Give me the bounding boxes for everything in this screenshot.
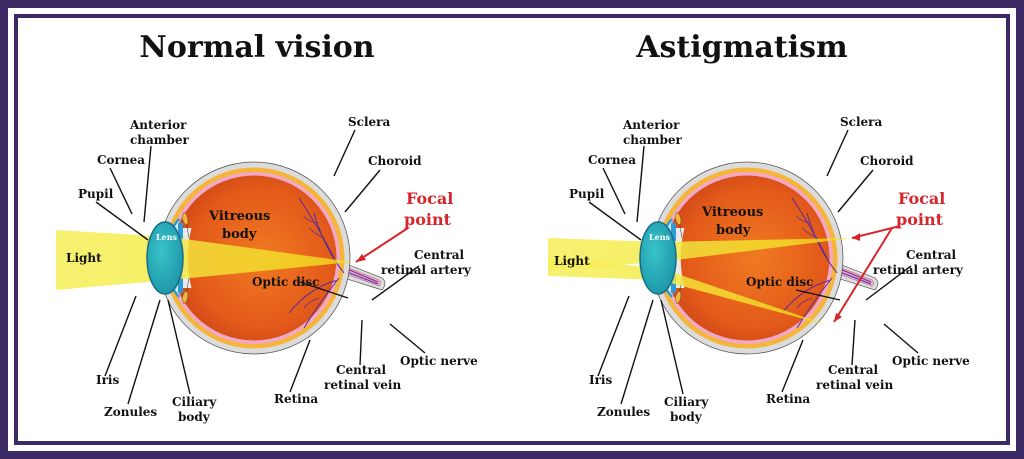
choroid-label-normal: Choroid bbox=[368, 154, 422, 168]
pupil-label-normal: Pupil bbox=[78, 187, 114, 201]
ciliary-label-astig-1: Ciliary bbox=[664, 395, 709, 409]
vein-label-astig-1: Central bbox=[828, 363, 879, 377]
cornea-label-astig: Cornea bbox=[588, 153, 636, 167]
vein-label-astig-2: retinal vein bbox=[816, 378, 893, 392]
iris-label-normal: Iris bbox=[96, 373, 119, 387]
light-beam-astig-upper bbox=[548, 238, 852, 270]
artery-label-normal-2: retinal artery bbox=[381, 263, 472, 277]
pupil-label-astig: Pupil bbox=[569, 187, 605, 201]
lens-label-normal: Lens bbox=[156, 232, 178, 242]
ciliary-label-normal-1: Ciliary bbox=[172, 395, 217, 409]
optic-nerve-label-normal: Optic nerve bbox=[400, 354, 478, 368]
ciliary-label-normal-2: body bbox=[178, 410, 211, 424]
lens-label-astig: Lens bbox=[649, 232, 671, 242]
zonules-label-normal: Zonules bbox=[104, 405, 157, 419]
light-beam-normal bbox=[56, 230, 352, 290]
lens-astigmatism bbox=[639, 221, 677, 295]
anterior-label-normal-1: Anterior bbox=[129, 118, 187, 132]
iris-label-astig: Iris bbox=[589, 373, 612, 387]
retina-label-astig: Retina bbox=[766, 392, 810, 406]
focal-label-normal-2: point bbox=[404, 210, 452, 229]
optic-disc-label-astig: Optic disc bbox=[746, 275, 813, 289]
cornea-label-normal: Cornea bbox=[97, 153, 145, 167]
retina-label-normal: Retina bbox=[274, 392, 318, 406]
light-beam-astig-lower bbox=[548, 258, 830, 326]
artery-label-astig-1: Central bbox=[906, 248, 957, 262]
optic-nerve-label-astig: Optic nerve bbox=[892, 354, 970, 368]
zonules-label-astig: Zonules bbox=[597, 405, 650, 419]
leader-lines-astig bbox=[588, 129, 919, 405]
panel-title-normal: Normal vision bbox=[139, 30, 375, 65]
panel-title-astigmatism: Astigmatism bbox=[636, 30, 848, 65]
artery-label-normal-1: Central bbox=[414, 248, 465, 262]
focal-label-normal-1: Focal bbox=[406, 189, 453, 208]
vein-label-normal-1: Central bbox=[336, 363, 387, 377]
choroid-label-astig: Choroid bbox=[860, 154, 914, 168]
inner-frame bbox=[14, 14, 1010, 445]
anterior-label-normal-2: chamber bbox=[130, 133, 190, 147]
artery-label-astig-2: retinal artery bbox=[873, 263, 964, 277]
focal-label-astig-1: Focal bbox=[898, 189, 945, 208]
anterior-label-astig-1: Anterior bbox=[622, 118, 680, 132]
lens-normal bbox=[146, 221, 184, 295]
leader-lines-normal bbox=[95, 129, 426, 405]
ciliary-label-astig-2: body bbox=[670, 410, 703, 424]
anterior-label-astig-2: chamber bbox=[623, 133, 683, 147]
light-label-normal: Light bbox=[66, 251, 102, 265]
vitreous-label-astig-2: body bbox=[716, 223, 751, 238]
focal-label-astig-2: point bbox=[896, 210, 944, 229]
optic-disc-label-normal: Optic disc bbox=[252, 275, 319, 289]
sclera-label-astig: Sclera bbox=[840, 115, 882, 129]
vein-label-normal-2: retinal vein bbox=[324, 378, 401, 392]
vitreous-label-normal-1: Vitreous bbox=[208, 209, 270, 224]
vitreous-label-astig-1: Vitreous bbox=[701, 205, 763, 220]
sclera-label-normal: Sclera bbox=[348, 115, 390, 129]
vitreous-label-normal-2: body bbox=[222, 227, 257, 242]
light-label-astig: Light bbox=[554, 254, 590, 268]
